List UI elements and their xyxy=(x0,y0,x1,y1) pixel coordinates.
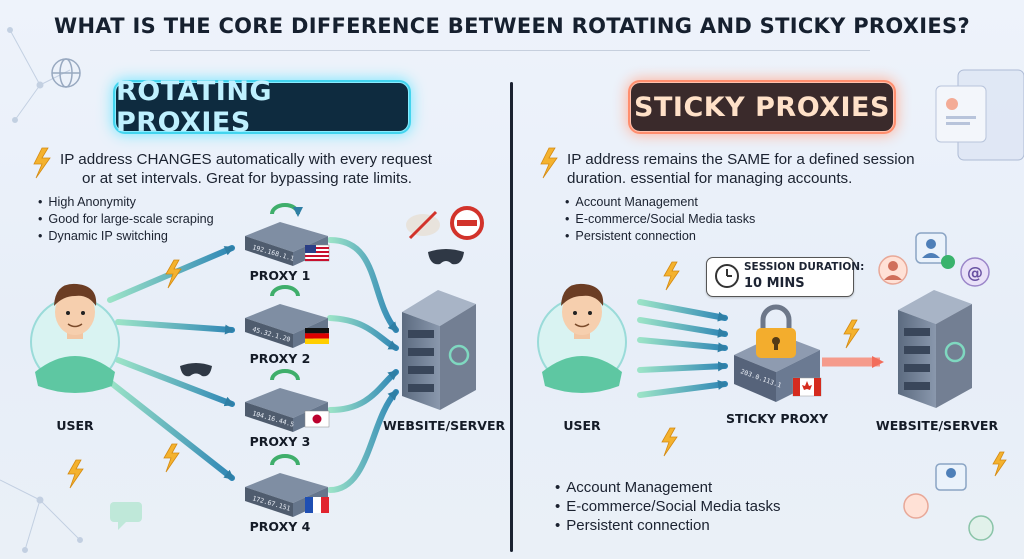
list-item: Persistent connection xyxy=(565,228,755,245)
list-item: Good for large-scale scraping xyxy=(38,211,213,228)
sticky-features-list-bottom: Account Management E-commerce/Social Med… xyxy=(555,478,781,535)
flag-usa-icon xyxy=(304,244,330,262)
list-item: Dynamic IP switching xyxy=(38,228,214,245)
server-label: WEBSITE/SERVER xyxy=(383,418,506,433)
mask-icon xyxy=(180,249,464,377)
flag-germany-icon xyxy=(305,328,329,344)
sticky-user-label: USER xyxy=(563,418,601,433)
title-underline xyxy=(150,50,870,51)
clock-icon xyxy=(715,264,739,288)
page-title: WHAT IS THE CORE DIFFERENCE BETWEEN ROTA… xyxy=(54,14,970,38)
user-icon xyxy=(30,283,120,393)
lightning-icon xyxy=(33,147,1007,489)
sticky-user-icon xyxy=(537,283,627,393)
svg-text:@: @ xyxy=(967,263,983,282)
proxy-3-label: PROXY 3 xyxy=(249,434,311,449)
browser-window-decoration xyxy=(935,69,1024,161)
session-duration-callout xyxy=(706,257,854,297)
sticky-proxies-heading: STICKY PROXIES xyxy=(630,82,894,132)
list-item: Account Management xyxy=(565,194,755,211)
padlock-icon xyxy=(756,304,796,358)
network-decoration-left xyxy=(0,27,83,553)
sticky-user-arrows xyxy=(637,299,728,398)
account-avatar-icon xyxy=(878,232,955,285)
rotating-user-arrows xyxy=(107,245,235,481)
session-duration-value: 10 MINS xyxy=(744,276,805,291)
sticky-description-line-1: IP address remains the SAME for a define… xyxy=(567,151,915,168)
flag-japan-icon xyxy=(304,410,330,428)
rotating-description: IP address CHANGES automatically with ev… xyxy=(60,150,500,188)
rotating-description-line-2: or at set intervals. Great for bypassing… xyxy=(82,170,413,187)
server-icon xyxy=(402,290,476,410)
cookie-blocked-icon xyxy=(406,210,440,240)
rotating-features-list: High Anonymity Good for large-scale scra… xyxy=(38,194,214,245)
profile-card-icon xyxy=(903,463,994,541)
sticky-description: IP address remains the SAME for a define… xyxy=(567,150,1007,188)
proxy-box-3: 104.16.44.5 xyxy=(245,388,328,432)
list-item: Account Management xyxy=(555,478,781,497)
sticky-features-list: Account Management E-commerce/Social Med… xyxy=(565,194,755,245)
list-item: High Anonymity xyxy=(38,194,214,211)
proxy-2-label: PROXY 2 xyxy=(249,351,311,366)
list-item: E-commerce/Social Media tasks xyxy=(555,497,780,516)
sticky-proxy-label: STICKY PROXY xyxy=(725,411,829,426)
globe-icon xyxy=(51,58,81,88)
no-entry-icon xyxy=(450,206,484,240)
proxy-1-label: PROXY 1 xyxy=(249,268,311,283)
session-duration-label: SESSION DURATION: xyxy=(744,261,865,273)
sticky-server-icon xyxy=(898,290,972,408)
chat-icon xyxy=(110,502,142,530)
at-sign-icon: @ xyxy=(960,257,990,287)
rotating-description-line-1: IP address CHANGES automatically with ev… xyxy=(60,151,432,168)
proxy-4-label: PROXY 4 xyxy=(249,519,311,534)
center-divider xyxy=(510,82,513,552)
list-item: E-commerce/Social Media tasks xyxy=(565,211,755,228)
rotating-proxies-heading: ROTATING PROXIES xyxy=(115,76,409,138)
sticky-server-label: WEBSITE/SERVER xyxy=(875,418,999,433)
sticky-description-line-2: duration. essential for managing account… xyxy=(567,170,853,187)
flag-france-icon xyxy=(305,497,329,513)
rotating-server-arrows xyxy=(327,237,399,493)
user-label: USER xyxy=(56,418,94,433)
flag-canada-icon xyxy=(792,377,822,397)
refresh-icon xyxy=(270,203,303,466)
list-item: Persistent connection xyxy=(555,516,781,535)
